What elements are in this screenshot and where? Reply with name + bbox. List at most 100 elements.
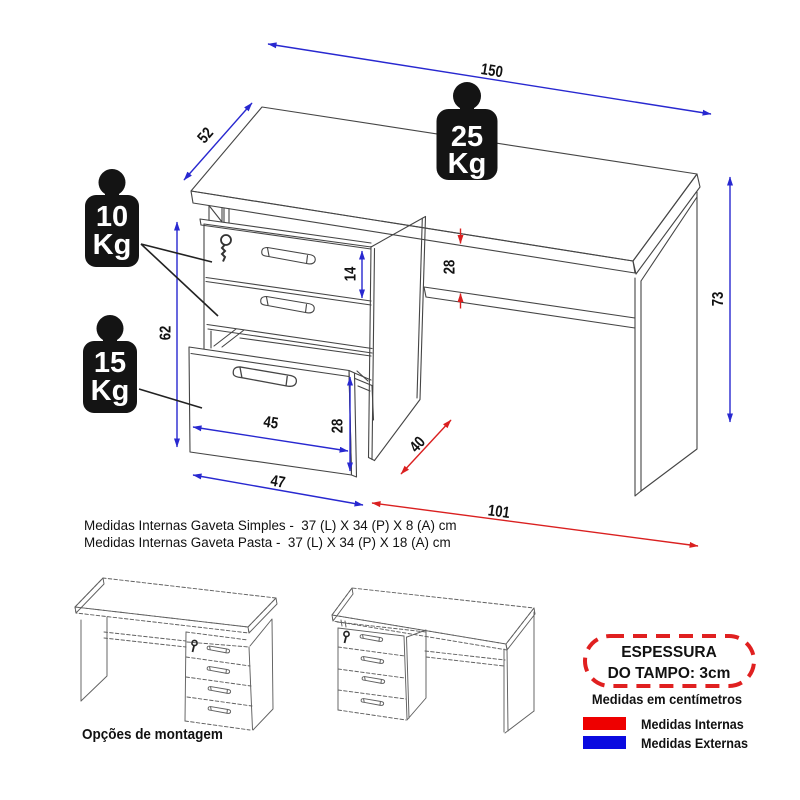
dim-height-label: 73 — [710, 292, 727, 307]
drawing-circle — [220, 234, 232, 246]
weight-callout-line — [140, 243, 213, 263]
desk-edge-line — [261, 246, 316, 265]
drawing-path — [191, 645, 195, 653]
option-desk-line — [249, 618, 274, 731]
desk-edge-line — [371, 384, 375, 421]
option1-key-icon — [191, 639, 198, 653]
desk-edge-line — [354, 377, 373, 387]
weight-callout-line — [140, 243, 219, 317]
option-desk-line — [337, 668, 406, 679]
montage-option-2 — [331, 587, 536, 734]
desk-edge-line — [203, 223, 372, 248]
option-desk-line — [74, 577, 105, 614]
desk-edge-line — [199, 218, 372, 244]
option-desk-line — [361, 676, 386, 684]
weight-15kg-icon: 15 Kg — [83, 315, 137, 413]
weight-callout-line — [138, 388, 203, 409]
weight-10kg-icon: 10 Kg — [85, 169, 139, 267]
weight-callout-lines — [138, 243, 219, 409]
legend-internal-label: Medidas Internas — [641, 716, 744, 732]
option-desk-line — [336, 621, 427, 633]
drawer-pedestal — [203, 215, 427, 462]
desk-edge-line — [190, 352, 350, 378]
desk-edge-line — [205, 280, 372, 306]
weight-25kg-value: 25 — [451, 121, 483, 153]
option-desk-line — [186, 696, 253, 707]
desk-edge-line — [208, 204, 223, 223]
legend-external-label: Medidas Externas — [641, 735, 748, 751]
option-desk-line — [359, 634, 384, 642]
dim-clearance-width-line — [371, 501, 699, 548]
option-desk-line — [103, 631, 187, 642]
weight-10kg-unit: Kg — [93, 229, 132, 261]
note-gaveta-simples: Medidas Internas Gaveta Simples - 37 (L)… — [84, 518, 457, 533]
drawer2-handle-icon — [260, 295, 315, 314]
option-desk-line — [184, 631, 187, 722]
weight-15kg-unit: Kg — [91, 375, 130, 407]
dim-depth-label: 52 — [195, 125, 218, 148]
drawing-circle — [343, 630, 350, 638]
external-dimensions: 150 52 73 62 14 45 28 47 — [158, 42, 733, 507]
option-desk-line — [406, 629, 427, 721]
desk-edge-line — [221, 329, 245, 348]
dim-simple-drawer-label: 14 — [342, 266, 359, 281]
weight-15kg-value: 15 — [94, 347, 126, 379]
option-desk-line — [337, 709, 407, 721]
desk-edge-line — [370, 215, 427, 462]
drawer1-handle-icon — [261, 246, 316, 265]
montage-option-1 — [74, 577, 278, 731]
desk-edge-line — [634, 277, 642, 497]
drawing-circle — [191, 639, 198, 647]
desk-edge-line — [353, 372, 372, 381]
drawing-path — [343, 636, 347, 644]
option-desk-line — [80, 616, 108, 702]
dim-clearance-width-label: 101 — [487, 502, 511, 522]
dim-width-label: 150 — [480, 61, 504, 82]
dim-pedestal-width-line — [192, 473, 364, 507]
desk-edge-line — [640, 196, 698, 282]
thickness-badge: ESPESSURA DO TAMPO: 3cm — [583, 634, 756, 688]
weight-10kg-value: 10 — [96, 201, 128, 233]
option-desk-line — [207, 686, 232, 694]
option-desk-line — [504, 710, 535, 734]
option-desk-line — [406, 636, 410, 719]
option-desk-line — [185, 656, 251, 667]
option-desk-line — [337, 646, 406, 657]
weight-25kg-icon: 25 Kg — [436, 82, 498, 180]
desk-edge-line — [205, 276, 372, 302]
option-desk-line — [248, 646, 253, 730]
thickness-badge-line1: ESPESSURA — [621, 644, 717, 661]
desk-edge-line — [632, 173, 701, 275]
option-desk-line — [337, 627, 405, 637]
desk-edge-line — [371, 247, 376, 461]
drawing-path — [220, 244, 227, 262]
desk-edge-line — [200, 224, 372, 250]
option-desk-line — [185, 631, 249, 641]
dim-clearance-height-label: 28 — [442, 260, 459, 275]
right-side-panel — [634, 191, 698, 497]
thickness-badge-line2: DO TAMPO: 3cm — [608, 665, 731, 682]
desk-edge-line — [425, 296, 636, 329]
desk-edge-line — [367, 456, 376, 462]
option-desk-line — [360, 698, 385, 706]
option-desk-line — [425, 656, 505, 667]
front-stretcher-rail — [423, 286, 636, 329]
dim-pedestal-width-label: 47 — [269, 472, 286, 492]
desk-edge-line — [416, 217, 423, 399]
file-drawer — [188, 346, 375, 478]
desk-edge-line — [213, 328, 237, 347]
option-desk-line — [424, 650, 506, 661]
option-desk-line — [403, 635, 408, 720]
desk-edge-line — [232, 366, 298, 387]
options-caption: Opções de montagem — [82, 726, 223, 743]
file-drawer-handle-icon — [232, 366, 298, 387]
dim-pedestal-height-label: 62 — [158, 326, 175, 341]
desk-edge-line — [206, 323, 373, 350]
dim-width-line — [267, 42, 712, 116]
desk-edge-line — [260, 295, 315, 314]
weight-capacity-icons: 25 Kg 10 Kg 15 Kg — [83, 82, 498, 413]
thickness-badge-outline — [583, 634, 756, 688]
desk-edge-line — [188, 346, 353, 476]
